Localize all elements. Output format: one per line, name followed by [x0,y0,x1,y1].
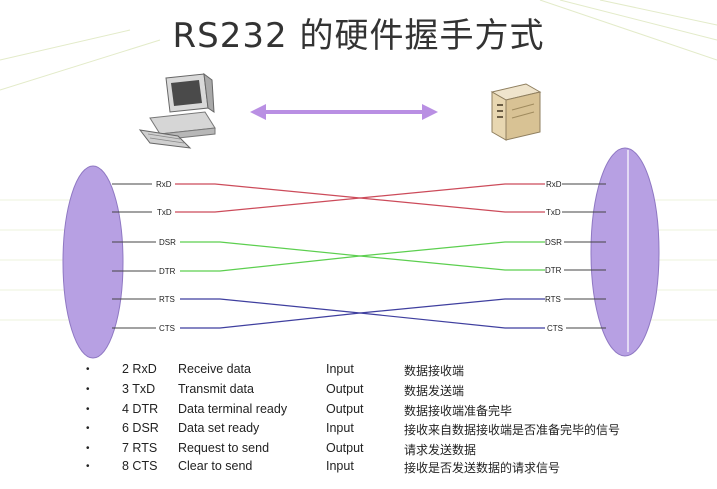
wires [175,183,545,329]
right-label-rts: RTS [545,295,561,304]
pin-direction: Output [326,382,364,396]
right-label-rxd: RxD [546,180,562,189]
right-signal-labels: RxD TxD DSR DTR RTS CTS [545,180,563,333]
bullet-icon: • [86,404,90,415]
bullet-icon: • [86,443,90,454]
pin-chinese-description: 数据接收端 [404,364,465,378]
right-connector [590,147,660,357]
pin-direction: Input [326,421,354,435]
pin-description: Request to send [178,441,270,455]
pin-name: 3 TxD [122,382,156,396]
bullet-icon: • [86,423,90,434]
right-pin-stubs [562,183,606,329]
left-label-rxd: RxD [156,180,172,189]
pin-description: Transmit data [178,382,254,396]
right-label-txd: TxD [546,208,561,217]
pin-name: 4 DTR [122,402,159,416]
left-signal-labels: RxD TxD DSR DTR RTS CTS [156,180,176,333]
desktop-computer-icon [138,72,216,149]
dsr-dtr-wires [180,241,545,272]
right-label-dtr: DTR [545,266,562,275]
left-pin-stubs [112,183,156,329]
pin-description: Data set ready [178,421,260,435]
pin-chinese-description: 数据接收端准备完毕 [404,404,513,418]
left-label-cts: CTS [159,324,175,333]
pin-description: Data terminal ready [178,402,288,416]
pin-direction: Output [326,441,364,455]
pin-direction: Output [326,402,364,416]
right-label-dsr: DSR [545,238,562,247]
right-label-cts: CTS [547,324,563,333]
double-arrow-icon [250,104,438,120]
bullet-icon: • [86,364,90,375]
pin-name: 7 RTS [122,441,158,455]
pin-direction: Input [326,362,354,376]
pin-chinese-description: 请求发送数据 [404,443,477,457]
left-label-dtr: DTR [159,267,176,276]
pin-chinese-description: 接收是否发送数据的请求信号 [404,461,561,475]
page-title: RS232 的硬件握手方式 [172,16,545,56]
pin-description: Receive data [178,362,251,376]
pin-name: 2 RxD [122,362,157,376]
pin-name: 6 DSR [122,421,159,435]
rxd-txd-wires [175,183,545,213]
bullet-icon: • [86,384,90,395]
left-label-txd: TxD [157,208,172,217]
left-connector [62,165,124,359]
rts-cts-wires [180,298,545,329]
server-icon [490,83,542,141]
left-label-rts: RTS [159,295,175,304]
pin-name: 8 CTS [122,459,158,473]
left-label-dsr: DSR [159,238,176,247]
bullet-icon: • [86,461,90,472]
pin-description: Clear to send [178,459,253,473]
pin-chinese-description: 接收来自数据接收端是否准备完毕的信号 [404,423,621,437]
pin-chinese-description: 数据发送端 [404,384,465,398]
pin-direction: Input [326,459,354,473]
